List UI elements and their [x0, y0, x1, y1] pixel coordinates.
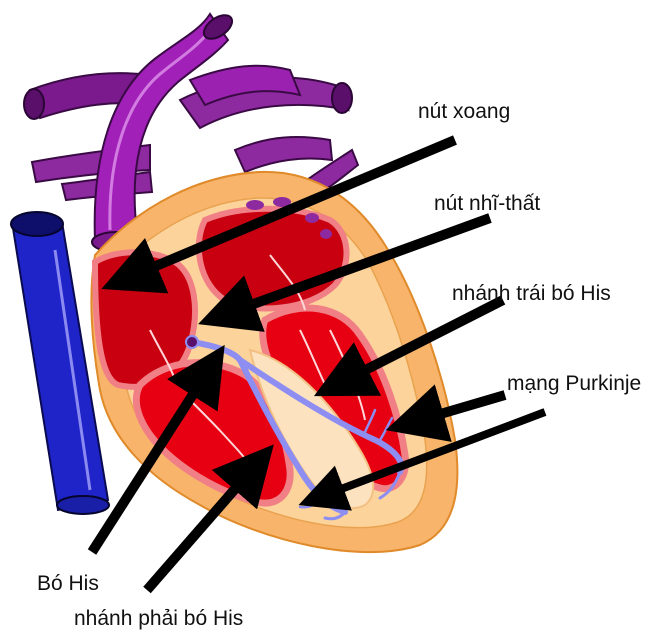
av-node-dot — [186, 336, 198, 348]
heart — [91, 172, 457, 552]
pulmonary-vein-opening-3 — [305, 213, 319, 223]
label-right-bundle-branch: nhánh phải bó His — [74, 607, 243, 630]
vena-cava-bottom — [57, 496, 109, 514]
label-av-node: nút nhĩ-thất — [434, 192, 540, 215]
pulmonary-vein-opening-1 — [246, 200, 264, 210]
label-left-bundle-branch: nhánh trái bó His — [452, 282, 611, 305]
label-purkinje: mạng Purkinje — [507, 372, 641, 395]
pulmonary-vein-right-1 — [235, 137, 332, 172]
pulmonary-artery-left-opening — [24, 89, 44, 119]
pulmonary-artery-right-opening — [332, 83, 352, 113]
pulmonary-vein-opening-4 — [320, 229, 332, 239]
label-bundle-of-his: Bó His — [37, 572, 99, 595]
vena-cava-opening — [11, 212, 63, 236]
label-sa-node: nút xoang — [418, 100, 510, 123]
